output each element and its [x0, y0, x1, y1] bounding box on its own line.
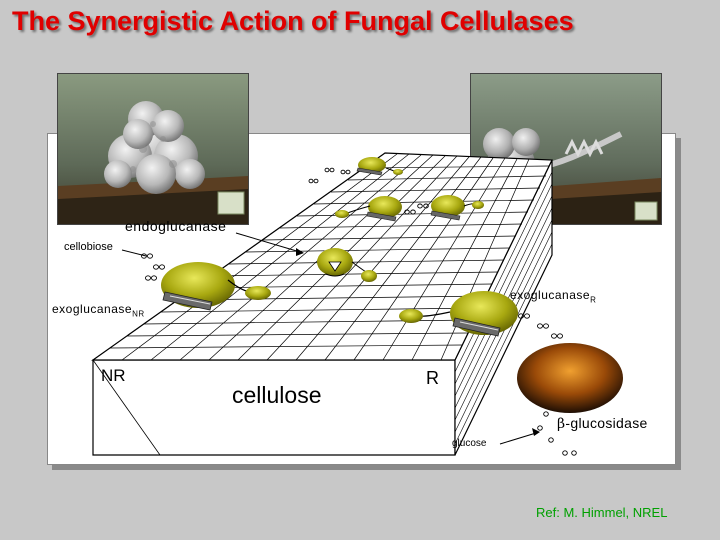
- glucose-label: glucose: [452, 438, 487, 449]
- cellobiose-label: cellobiose: [64, 241, 113, 253]
- endoglucanase-enzyme: [317, 248, 377, 282]
- nr-end-label: NR: [101, 366, 126, 385]
- r-end-label: R: [426, 368, 439, 388]
- sugar-molecules: [141, 167, 577, 456]
- exoglucanase-small-enzyme: [356, 157, 403, 176]
- cellulose-label: cellulose: [232, 382, 322, 408]
- exoglucanase-small-enzyme: [335, 196, 402, 222]
- exoglucanase-nr-label: exoglucanaseNR: [52, 302, 145, 319]
- endoglucanase-structure-image: [57, 73, 249, 225]
- exoglucanase-r-label: exoglucanaseR: [510, 288, 597, 305]
- slide-title: The Synergistic Action of Fungal Cellula…: [12, 6, 574, 36]
- beta-glucosidase-enzyme: [517, 343, 623, 413]
- beta-glucosidase-label: β-glucosidase: [557, 415, 648, 432]
- reference-text: Ref: M. Himmel, NREL: [536, 505, 668, 520]
- exoglucanase-nr-enzyme: [161, 262, 271, 311]
- exoglucanase-small-enzyme: [430, 195, 484, 221]
- endoglucanase-label: endoglucanase: [125, 218, 227, 234]
- exoglucanase-r-enzyme: [399, 291, 518, 337]
